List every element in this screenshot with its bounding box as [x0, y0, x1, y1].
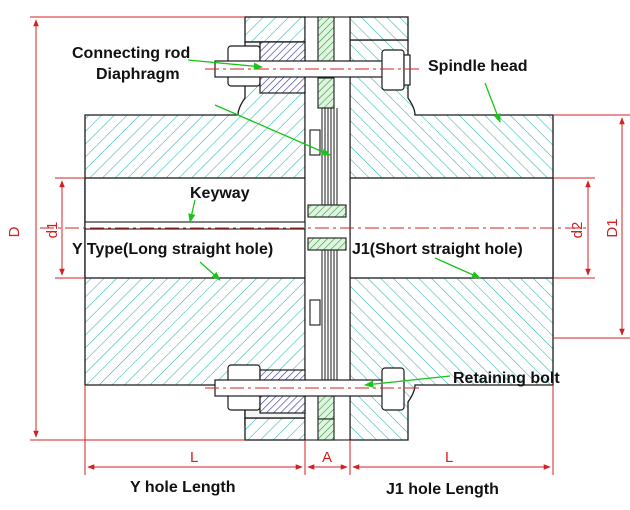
- label-retaining-bolt: Retaining bolt: [453, 370, 560, 387]
- dim-L-left: L: [190, 449, 198, 466]
- right-flange: [349, 16, 409, 41]
- label-j1-hole-length: J1 hole Length: [386, 481, 499, 498]
- label-y-type: Y Type(Long straight hole): [72, 241, 273, 258]
- label-spindle-head: Spindle head: [428, 58, 528, 75]
- label-connecting-rod: Connecting rod: [72, 45, 190, 62]
- dim-L-right: L: [445, 449, 453, 466]
- label-diaphragm: Diaphragm: [96, 66, 180, 83]
- label-y-hole-length: Y hole Length: [130, 479, 235, 496]
- dim-d1: d1: [44, 222, 61, 239]
- diaphragm-laminations-upper: [321, 108, 338, 205]
- dim-D: D: [6, 226, 23, 237]
- dim-A: A: [322, 449, 332, 466]
- dim-D1: D1: [604, 218, 621, 237]
- label-j1-type: J1(Short straight hole): [352, 241, 523, 258]
- diaphragm-laminations-lower: [321, 250, 338, 395]
- dimension-lines: [30, 16, 630, 475]
- centerlines: [40, 68, 590, 389]
- dim-d2: d2: [569, 222, 586, 239]
- label-keyway: Keyway: [190, 185, 250, 202]
- leader-lines: [187, 59, 501, 388]
